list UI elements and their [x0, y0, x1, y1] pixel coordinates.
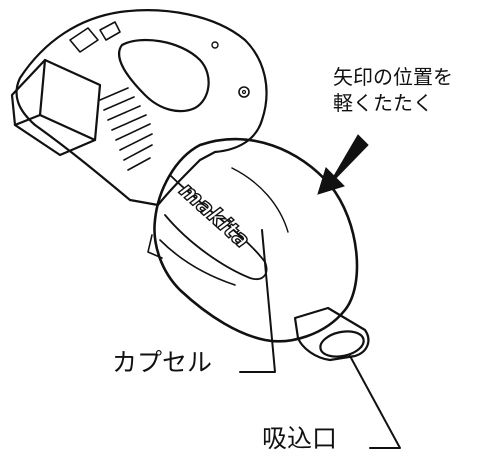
capsule-label: カプセル: [112, 348, 213, 377]
capsule-leader-line: [239, 229, 276, 373]
vent-grille: [99, 87, 153, 171]
vacuum-body: [15, 9, 268, 207]
nozzle: [293, 306, 370, 362]
instruction-line-2: 軽くたたく: [333, 91, 433, 115]
inlet-leader-line: [349, 355, 401, 449]
inlet-opening: [319, 330, 365, 358]
brand-logo: makita: [174, 178, 254, 254]
tap-arrow-icon: [317, 134, 369, 195]
instruction-line-1: 矢印の位置を: [333, 65, 453, 89]
inlet-label: 吸込口: [262, 424, 338, 453]
handle-opening: [118, 38, 210, 113]
capsule-outline: [153, 137, 359, 343]
